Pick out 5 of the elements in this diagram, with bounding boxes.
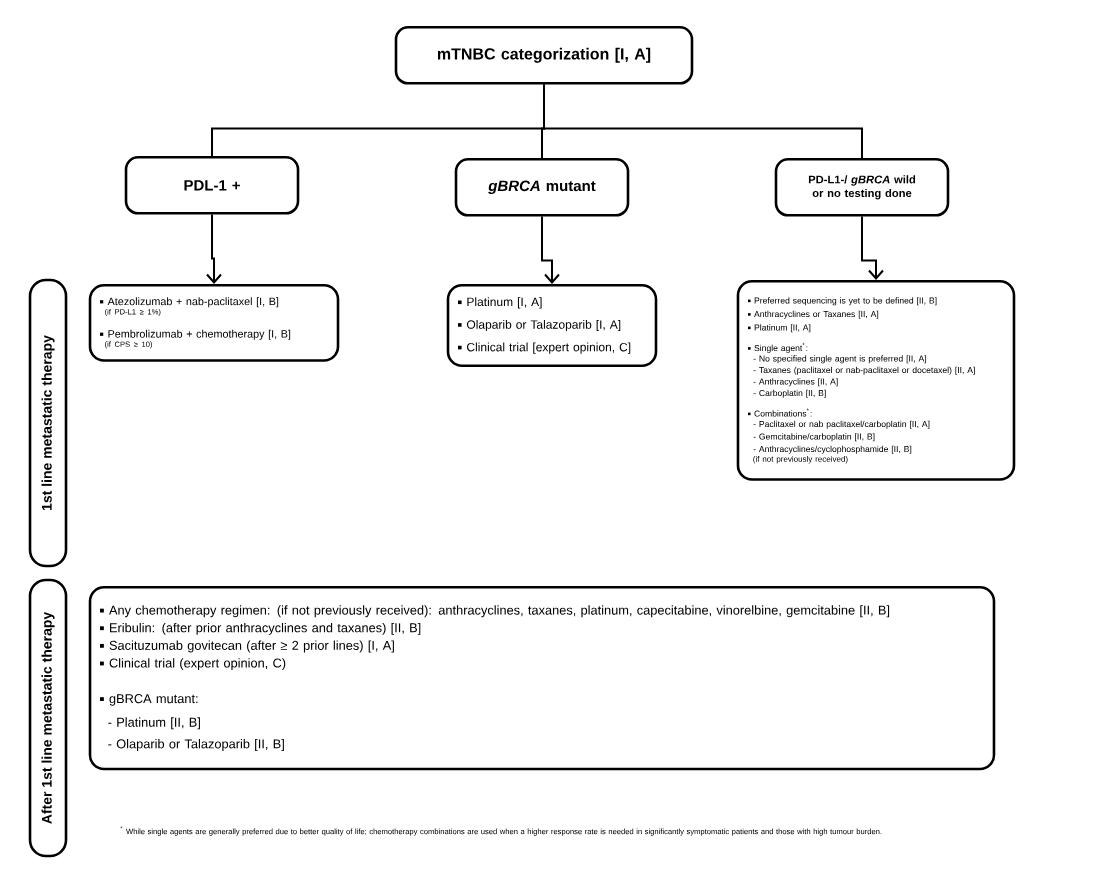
category-box: mTNBC categorization [I, A] [394, 26, 694, 85]
arrow [861, 215, 884, 280]
arrow [541, 215, 560, 284]
arrow [206, 213, 222, 284]
connector-line [543, 83, 863, 159]
